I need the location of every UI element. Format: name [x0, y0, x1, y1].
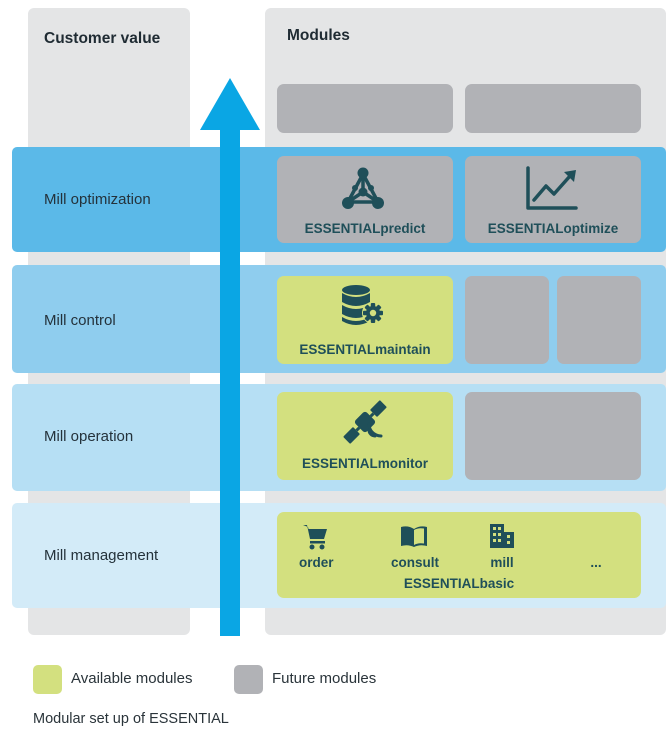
legend-label-available: Available modules [71, 670, 193, 687]
future-module-operation [465, 392, 641, 480]
module-basic: order consult mill ... ESSENTIALbasic [277, 512, 641, 598]
legend-label-future: Future modules [272, 670, 377, 687]
book-icon [399, 524, 429, 548]
legend-swatch-available [33, 665, 62, 694]
future-module-control-1 [465, 276, 549, 364]
future-module-top-1 [277, 84, 453, 133]
customer-value-heading: Customer value [44, 30, 161, 47]
value-increase-arrow [200, 78, 260, 636]
module-optimize-name: ESSENTIALoptimize [487, 221, 619, 236]
module-monitor: ESSENTIALmonitor [277, 392, 453, 480]
module-predict: ESSENTIALpredict [277, 156, 453, 243]
building-icon [488, 522, 516, 550]
level-label-optimization: Mill optimization [44, 191, 151, 208]
module-monitor-name: ESSENTIALmonitor [301, 456, 428, 471]
future-module-top-2 [465, 84, 641, 133]
module-basic-name: ESSENTIALbasic [403, 576, 515, 591]
level-label-operation: Mill operation [44, 428, 134, 445]
module-maintain-name: ESSENTIALmaintain [299, 342, 431, 357]
basic-item-mill: mill [490, 555, 514, 570]
future-module-control-2 [557, 276, 641, 364]
level-label-control: Mill control [44, 312, 116, 329]
database-gear-icon [339, 283, 387, 329]
level-label-management: Mill management [44, 547, 159, 564]
basic-item-consult: consult [390, 555, 439, 570]
legend-swatch-future [234, 665, 263, 694]
network-triangle-icon [338, 164, 388, 214]
figure-caption: Modular set up of ESSENTIAL [33, 711, 229, 727]
module-optimize: ESSENTIALoptimize [465, 156, 641, 243]
module-predict-name: ESSENTIALpredict [304, 221, 426, 236]
trend-up-chart-icon [524, 164, 580, 212]
satellite-icon [337, 396, 393, 448]
basic-item-more: ... [590, 555, 602, 570]
modules-heading: Modules [287, 27, 350, 44]
basic-item-order: order [299, 555, 334, 570]
module-maintain: ESSENTIALmaintain [277, 276, 453, 364]
shopping-cart-icon [301, 522, 329, 550]
